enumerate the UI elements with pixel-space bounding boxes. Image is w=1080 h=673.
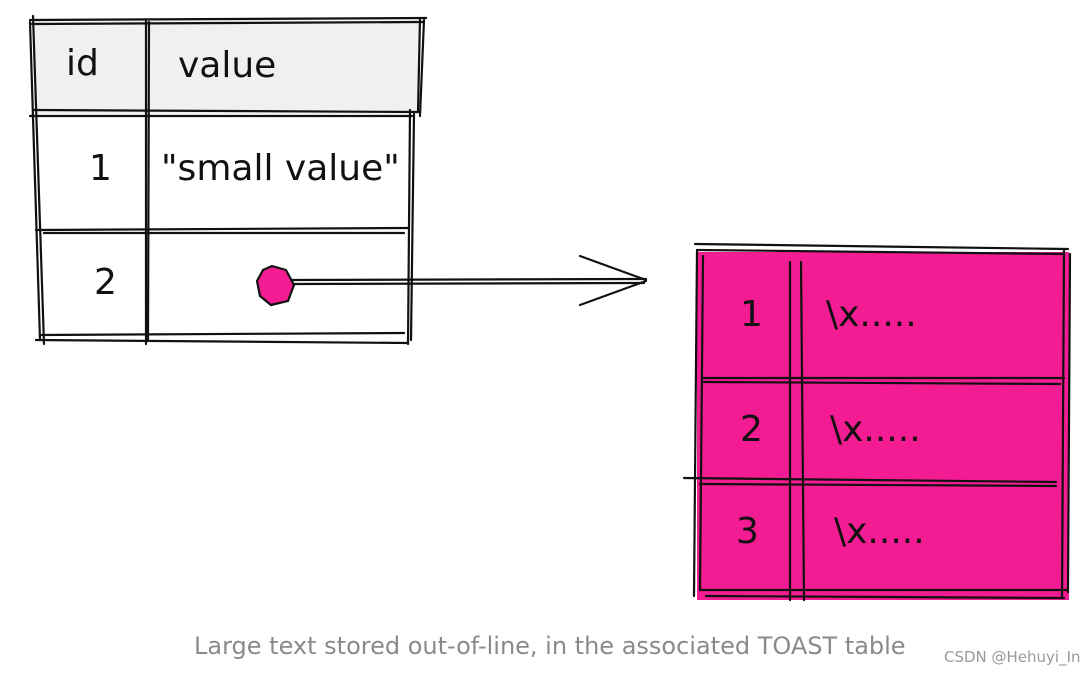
main-table-row-1-id: 1 <box>89 148 112 189</box>
diagram-caption: Large text stored out-of-line, in the as… <box>194 632 906 660</box>
main-table-header-bg <box>34 20 420 114</box>
toast-row-3-value: \x..... <box>834 511 925 552</box>
main-table-row-2-id: 2 <box>94 262 117 303</box>
toast-row-3-id: 3 <box>736 511 759 552</box>
toast-row-2-value: \x..... <box>830 409 921 450</box>
main-table-outline <box>28 14 428 346</box>
toast-row-1-value: \x..... <box>826 294 917 335</box>
toast-row-1-id: 1 <box>740 294 763 335</box>
toast-row-2-id: 2 <box>740 409 763 450</box>
main-table-header-value: value <box>178 45 277 86</box>
toast-pointer-dot <box>255 264 296 307</box>
toast-table-bg <box>697 252 1069 600</box>
main-table-header-id: id <box>66 43 99 84</box>
main-table-row-1-value: "small value" <box>161 148 400 189</box>
toast-table-outline <box>682 242 1072 602</box>
watermark: CSDN @Hehuyi_In <box>944 648 1080 666</box>
pointer-arrow <box>290 254 648 307</box>
